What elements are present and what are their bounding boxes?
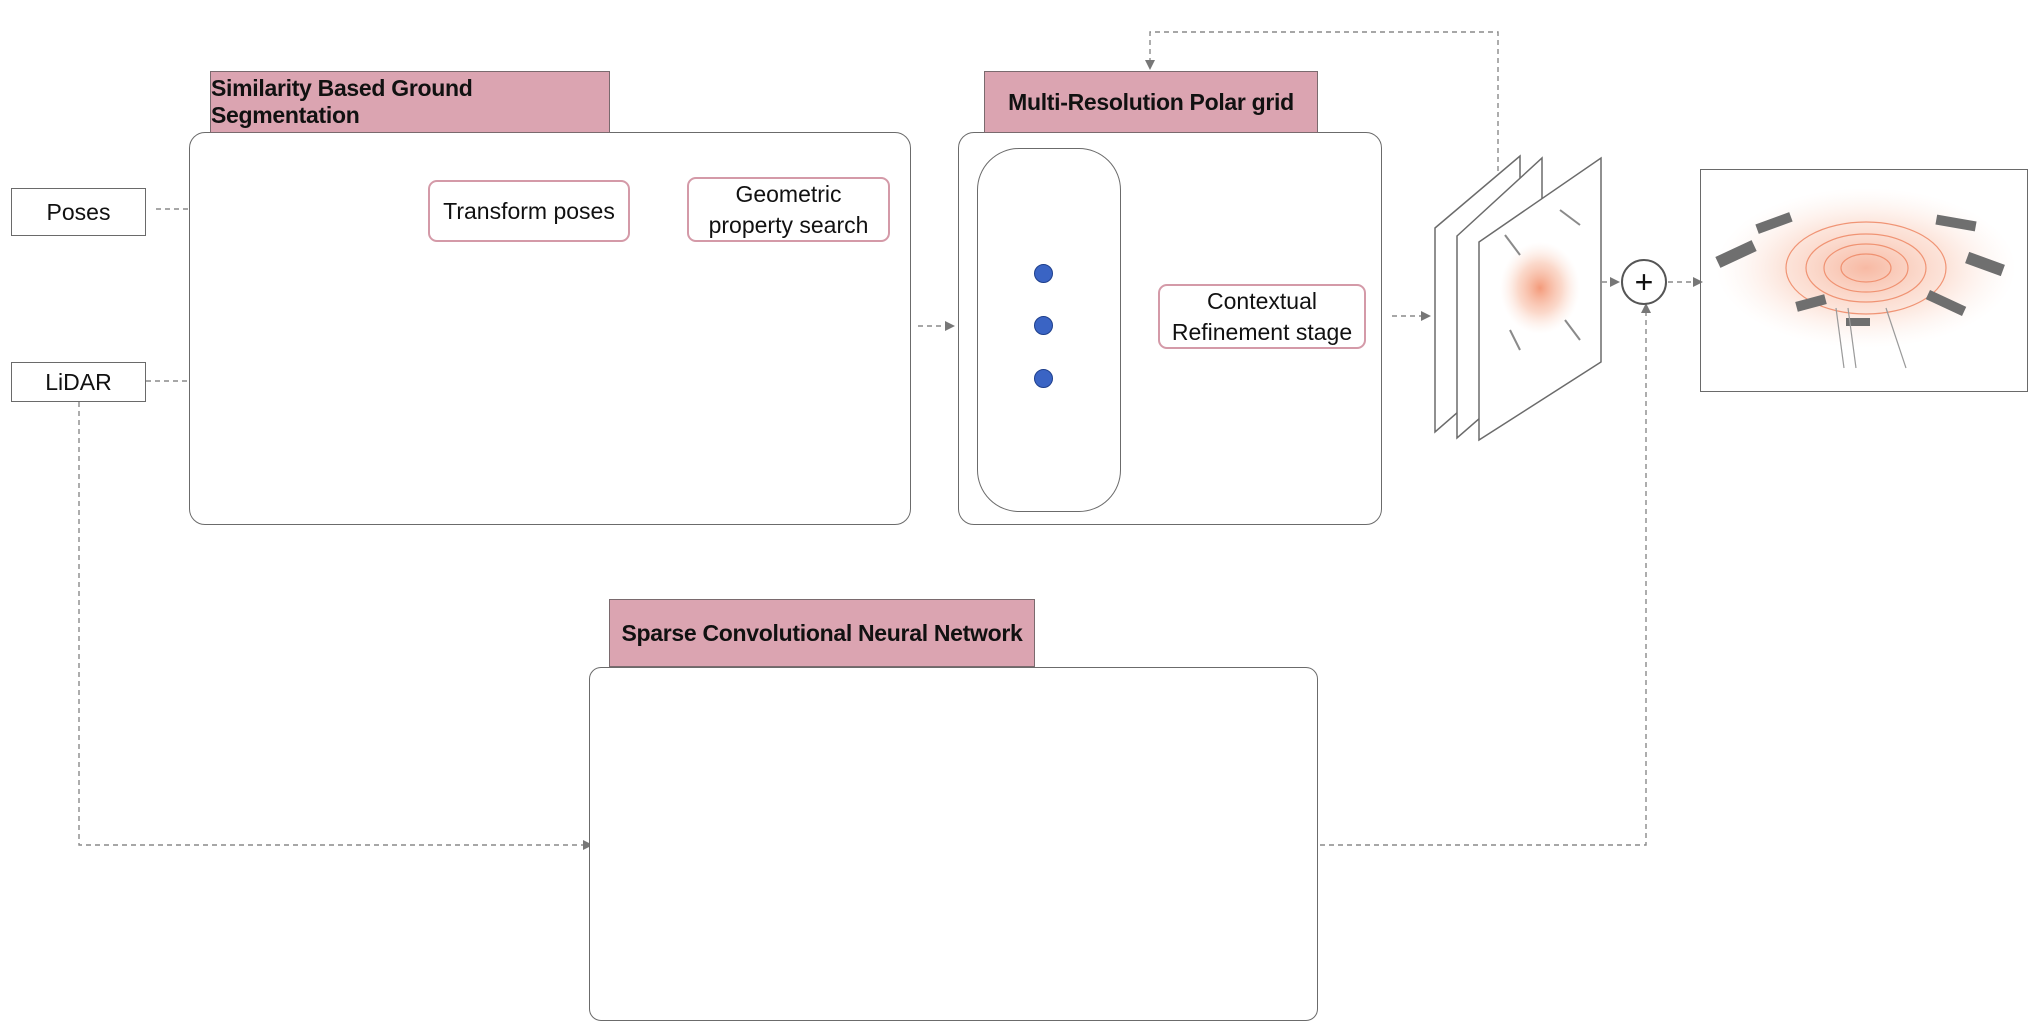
arrows: [78, 31, 1703, 850]
arrow-cnn-to-sum: [1320, 303, 1651, 846]
poses-label: Poses: [46, 198, 111, 225]
geometric-label-line2: property search: [708, 211, 869, 238]
contextual-refinement-box: Contextual Refinement stage: [1158, 284, 1366, 349]
arrow-feedback-loop: [1145, 31, 1499, 180]
arrow-lidar-to-cnn: [78, 402, 593, 850]
output-frame: [1700, 169, 2028, 392]
ground-segmentation-title: Similarity Based Ground Segmentation: [210, 71, 610, 133]
resolution-dot-2: [1034, 316, 1053, 335]
resolution-column: [977, 148, 1121, 512]
polar-grid-title: Multi-Resolution Polar grid: [984, 71, 1318, 133]
transform-poses-label: Transform poses: [443, 197, 615, 224]
refinement-label-line1: Contextual: [1207, 287, 1317, 314]
resolution-dot-3: [1034, 369, 1053, 388]
poses-input-box: Poses: [11, 188, 146, 236]
geometric-label-line1: Geometric: [735, 180, 842, 207]
lidar-input-box: LiDAR: [11, 362, 146, 402]
sparse-cnn-panel: [589, 667, 1318, 1021]
transform-poses-box: Transform poses: [428, 180, 630, 242]
geometric-property-box: Geometric property search: [687, 177, 890, 242]
refinement-label-line2: Refinement stage: [1171, 318, 1353, 345]
feature-map-stack: [1434, 154, 1602, 442]
resolution-dot-1: [1034, 264, 1053, 283]
plus-circle-icon: +: [1621, 259, 1667, 305]
lidar-label: LiDAR: [45, 368, 112, 395]
output-point-cloud-icon: [1715, 188, 2016, 369]
sparse-cnn-title: Sparse Convolutional Neural Network: [609, 599, 1035, 667]
